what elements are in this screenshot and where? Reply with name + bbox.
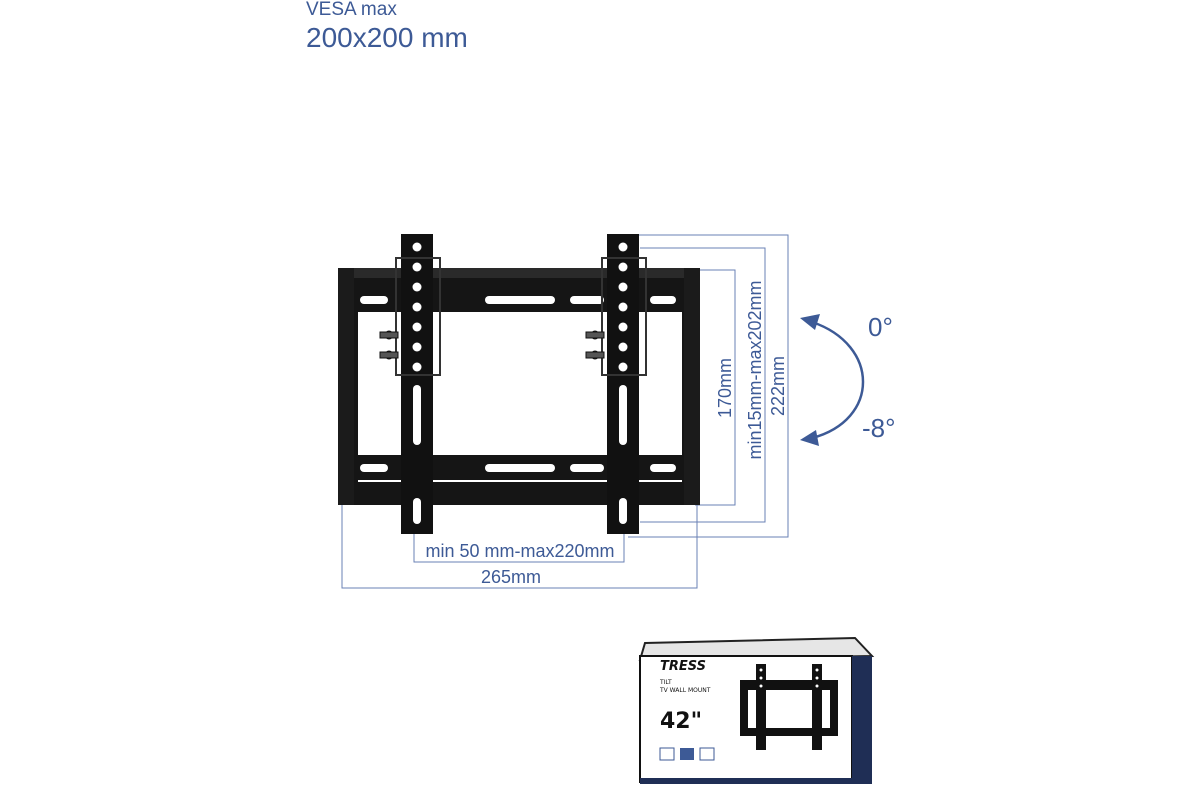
dim-line-202 (640, 247, 766, 523)
dim-line-220 (413, 530, 625, 563)
package-box: TRESS TILT TV WALL MOUNT 42" (638, 636, 875, 784)
dim-line-222 (628, 234, 789, 538)
tilt-label-bottom: -8° (862, 413, 896, 443)
dimension-lines (341, 234, 789, 589)
rail-slots (360, 296, 676, 472)
dim-label-265: 265mm (481, 567, 541, 587)
arrow-up-icon (800, 314, 820, 330)
vesa-value: 200x200 mm (306, 22, 468, 53)
vesa-spec: VESA max 200x200 mm (306, 0, 468, 56)
vesa-label: VESA max (306, 0, 397, 20)
dim-label-170: 170mm (715, 358, 735, 418)
package-line1: TILT (659, 679, 672, 686)
tilt-label-top: 0° (868, 312, 893, 342)
vertical-arm-right (585, 234, 647, 534)
dim-label-220: min 50 mm-max220mm (425, 541, 614, 561)
package-brand: TRESS (660, 659, 706, 674)
dim-line-265 (341, 505, 698, 589)
package-bracket-image (740, 664, 838, 750)
tilt-arc-line (811, 320, 865, 440)
package-size: 42" (660, 709, 702, 734)
bracket-top-edge (338, 268, 700, 278)
tilt-arc (800, 314, 865, 446)
dim-line-170 (695, 269, 736, 506)
dim-label-222: 222mm (768, 356, 788, 416)
vertical-arm-left (379, 234, 441, 534)
package-line2: TV WALL MOUNT (659, 687, 711, 694)
dim-label-202: min15mm-max202mm (745, 280, 765, 459)
arrow-down-icon (800, 430, 819, 446)
package-icons (659, 747, 715, 761)
